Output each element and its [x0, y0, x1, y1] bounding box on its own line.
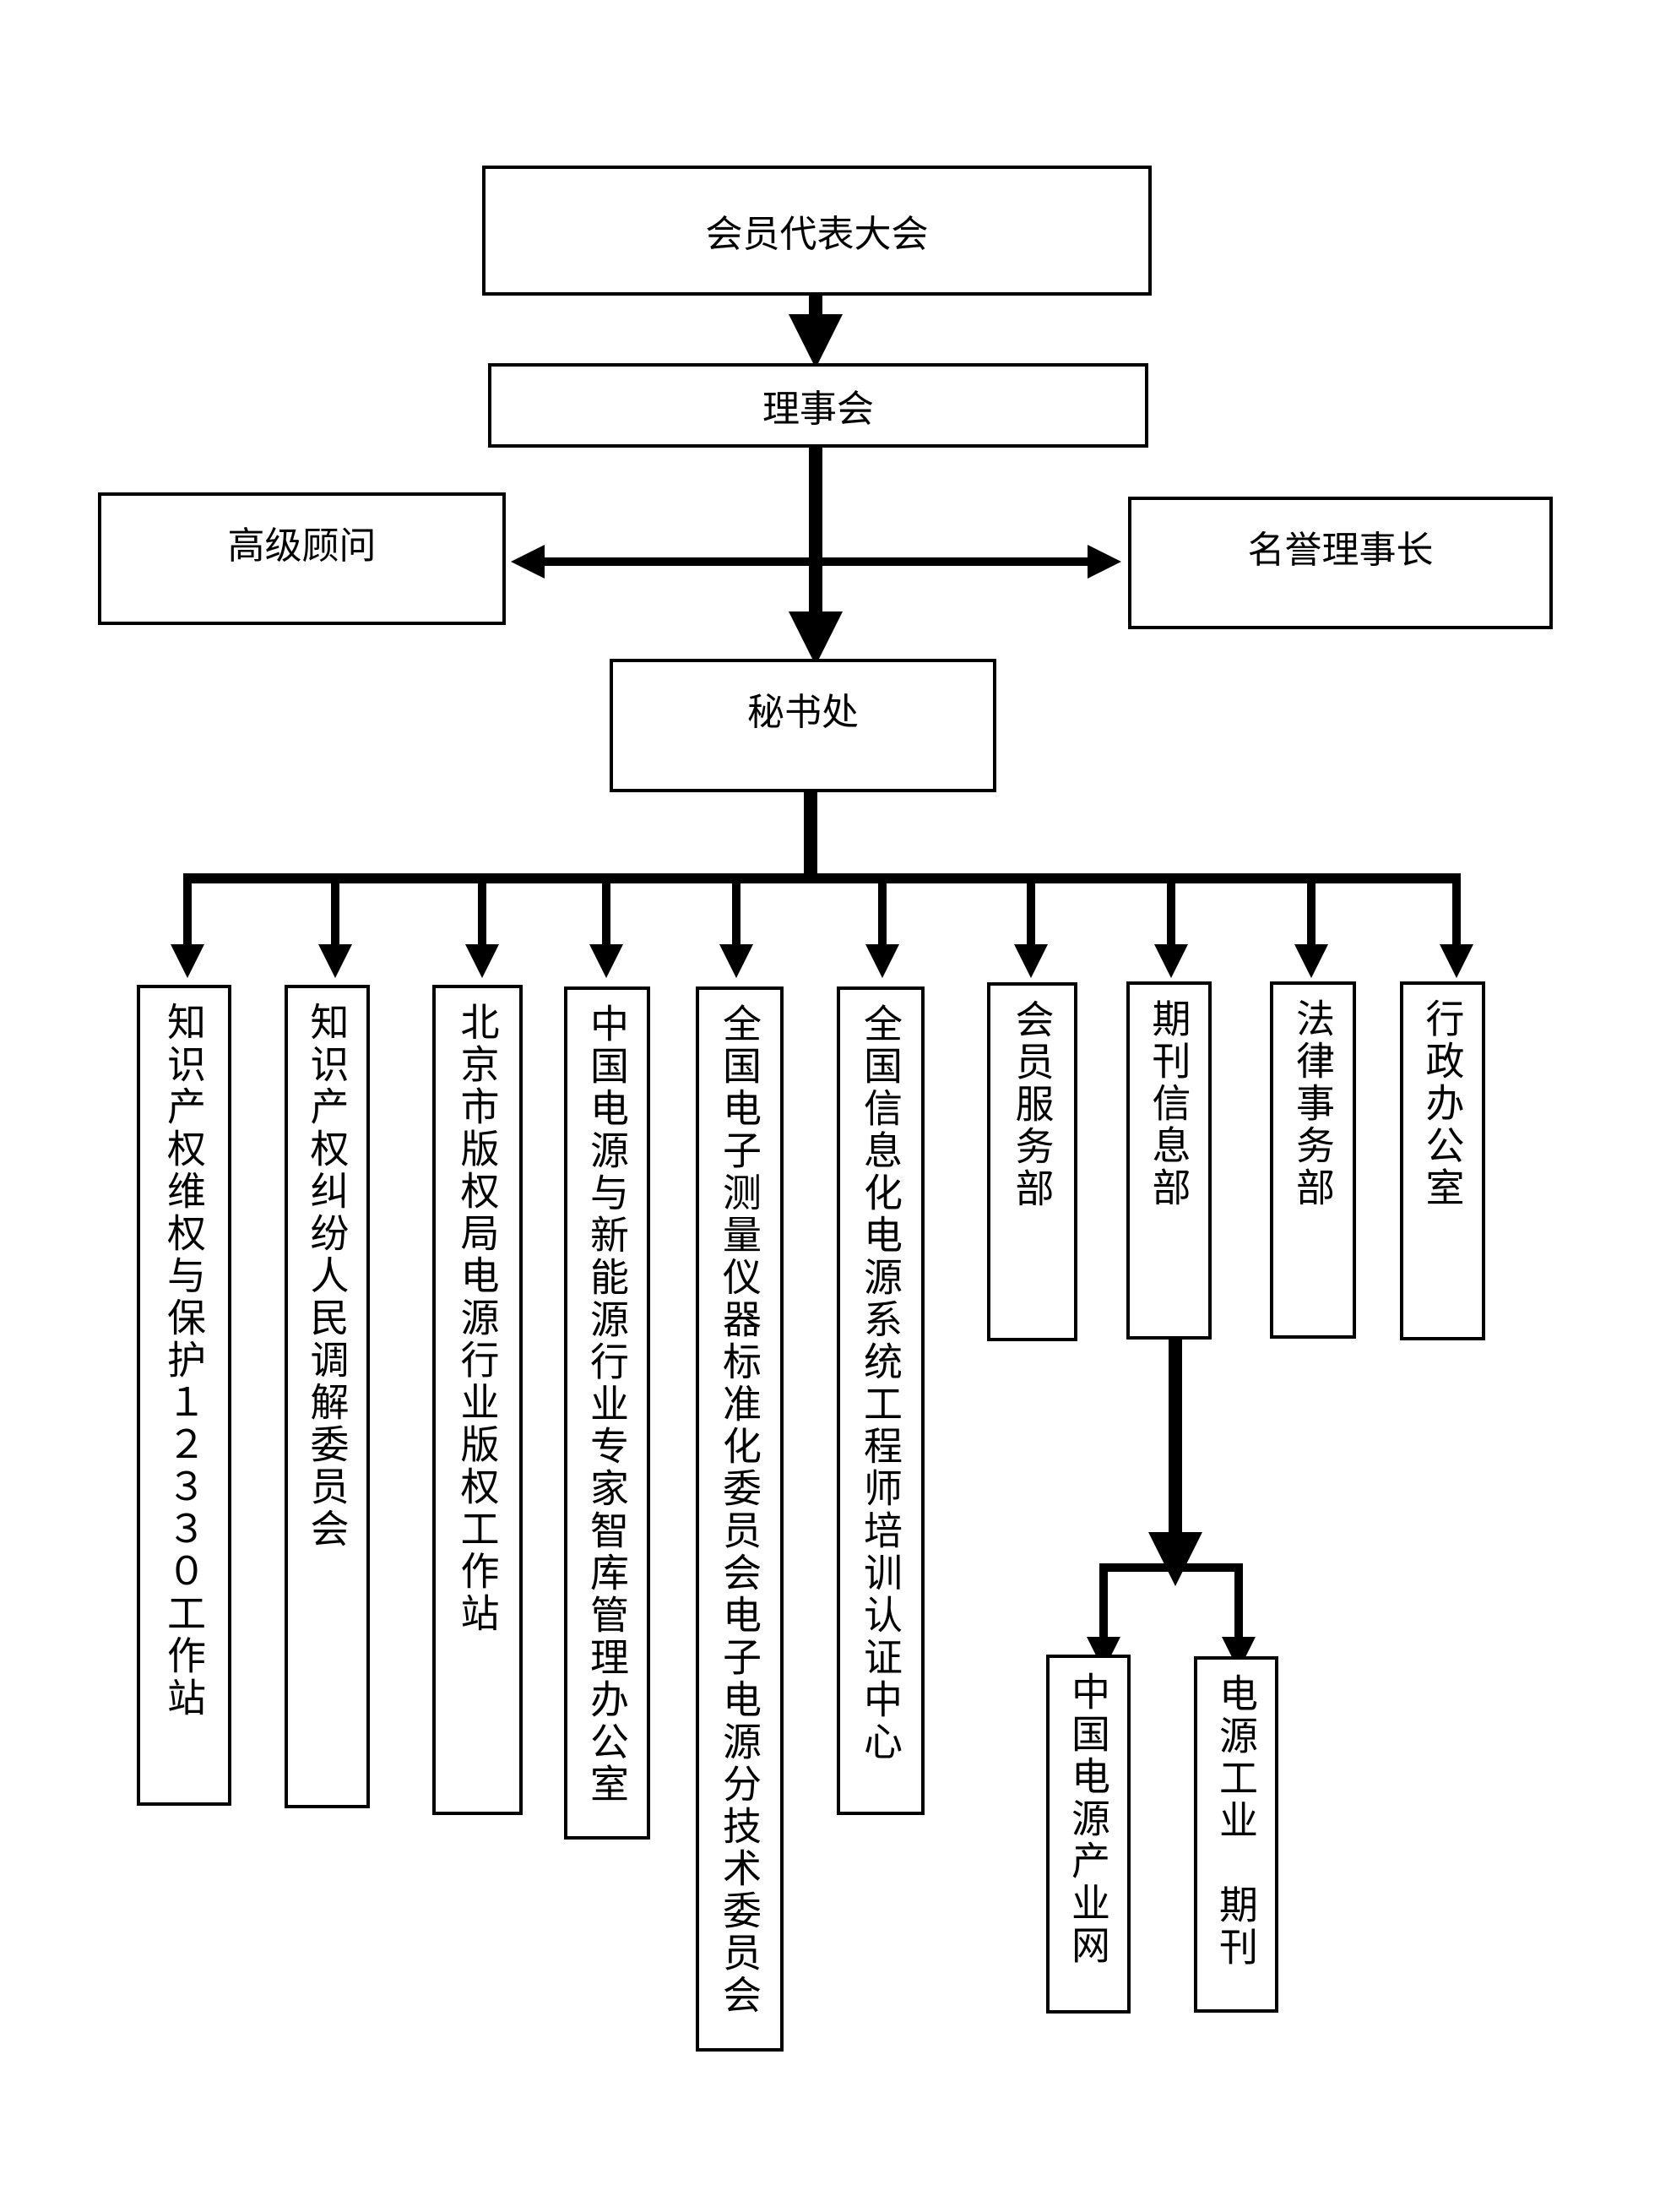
advisor-box: 高级顾问 [98, 492, 506, 625]
dept-box-7: 会员服务部 [987, 982, 1077, 1341]
secretariat-label: 秘书处 [747, 691, 859, 734]
secretariat-box: 秘书处 [610, 659, 996, 792]
dept-box-2: 知识产权纠纷人民调解委员会 [285, 985, 370, 1808]
dept-box-1: 知识产权维权与保护１２３３０工作站 [137, 985, 231, 1806]
honorary-label: 名誉理事长 [1247, 528, 1434, 572]
dept-box-8: 期刊信息部 [1126, 981, 1212, 1340]
dept-label-9: 法律事务部 [1290, 998, 1336, 1209]
dept-label-3: 北京市版权局电源行业版权工作站 [454, 1002, 501, 1635]
dept-box-6: 全国信息化电源系统工程师培训认证中心 [837, 986, 925, 1815]
sub-label-2: 电源工业 期刊 [1213, 1673, 1259, 1969]
dept-label-10: 行政办公室 [1419, 998, 1466, 1209]
dept-box-9: 法律事务部 [1270, 981, 1356, 1339]
dept-label-4: 中国电源与新能源行业专家智库管理办公室 [584, 1003, 630, 1806]
dept-label-1: 知识产权维权与保护１２３３０工作站 [161, 1002, 207, 1720]
honorary-box: 名誉理事长 [1128, 497, 1553, 629]
dept-label-8: 期刊信息部 [1146, 998, 1192, 1209]
congress-box: 会员代表大会 [482, 166, 1152, 296]
sub-label-1: 中国电源产业网 [1066, 1671, 1111, 1967]
dept-box-5: 全国电子测量仪器标准化委员会电子电源分技术委员会 [696, 986, 784, 2052]
dept-label-6: 全国信息化电源系统工程师培训认证中心 [858, 1003, 903, 1764]
sub-box-1: 中国电源产业网 [1046, 1655, 1131, 2014]
dept-label-2: 知识产权纠纷人民调解委员会 [304, 1002, 350, 1551]
council-box: 理事会 [488, 363, 1148, 448]
dept-box-4: 中国电源与新能源行业专家智库管理办公室 [564, 986, 650, 1840]
advisor-label: 高级顾问 [227, 524, 377, 568]
sub-box-2: 电源工业 期刊 [1194, 1656, 1278, 2013]
dept-label-5: 全国电子测量仪器标准化委员会电子电源分技术委员会 [717, 1003, 762, 2017]
dept-box-3: 北京市版权局电源行业版权工作站 [432, 985, 523, 1815]
congress-label: 会员代表大会 [705, 213, 929, 256]
council-label: 理事会 [762, 388, 874, 431]
dept-label-7: 会员服务部 [1009, 999, 1055, 1210]
dept-box-10: 行政办公室 [1400, 981, 1485, 1340]
